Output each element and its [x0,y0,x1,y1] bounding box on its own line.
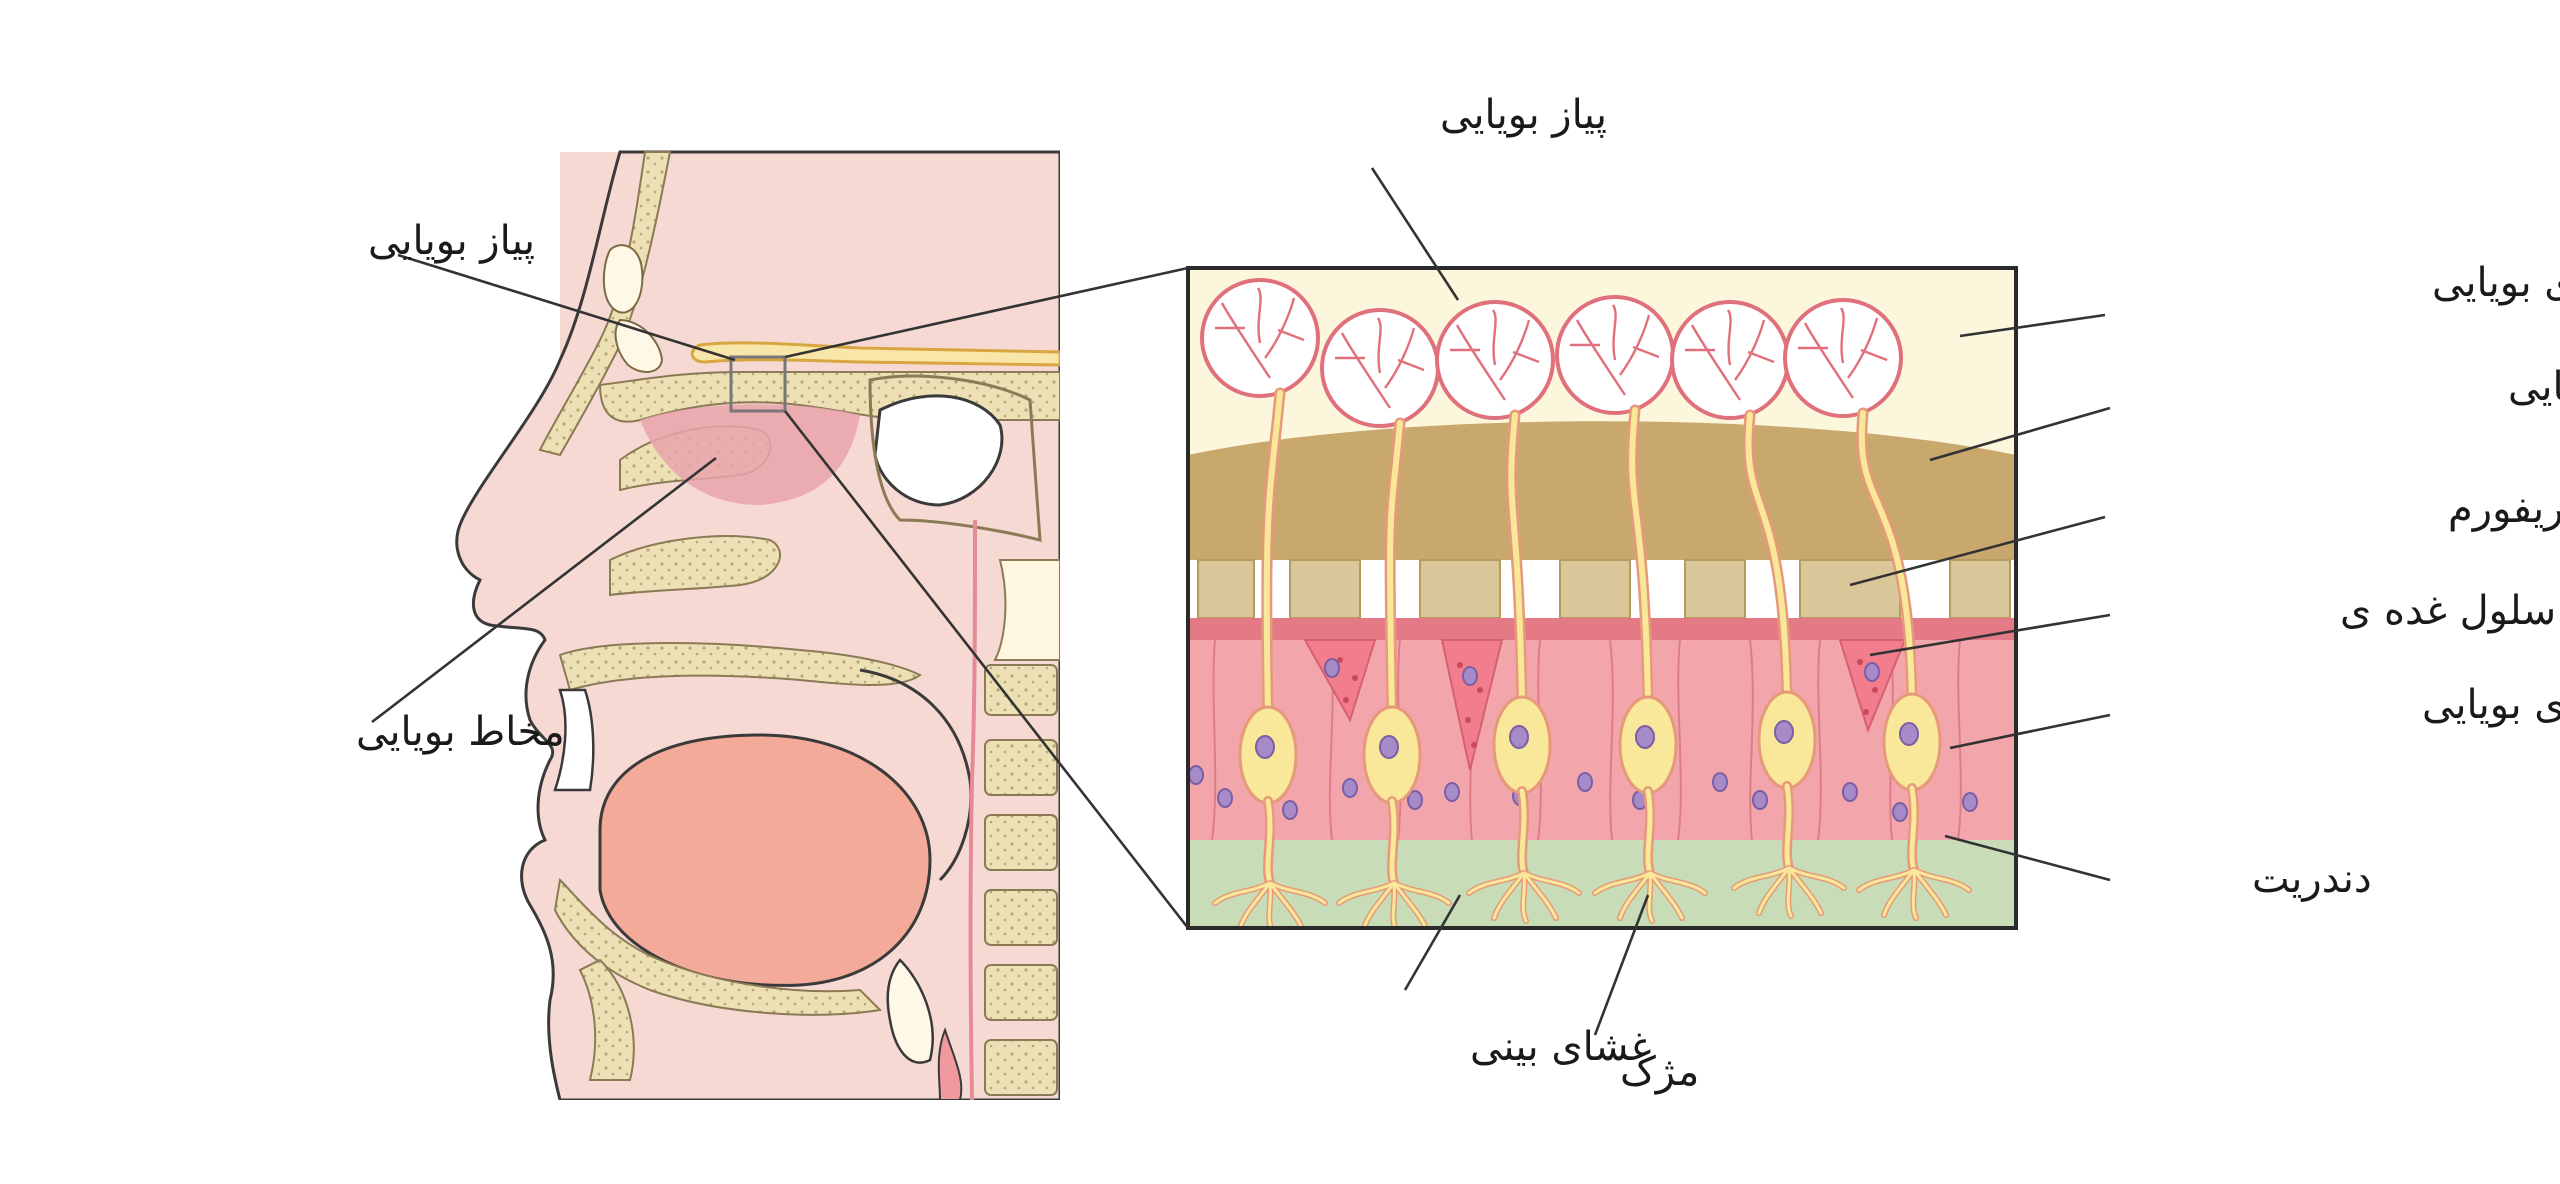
label-nerve-fibers: رشته های عصب بویایی [2508,364,2560,410]
label-mucosa: مخاط بویایی [356,709,565,755]
spine [984,559,1060,1096]
leader-bulb-top [1370,167,1460,301]
leader-nerve-fibers [1929,406,2111,462]
receptor-neuron [1670,300,1847,919]
label-cribriform: صفحه کریبریفورم [2448,486,2560,532]
label-nasal-membrane: غشای بینی [1470,1024,1651,1070]
leader-receptors-bottom [1949,713,2111,750]
label-bulb-left: پیاز بویایی [368,218,535,264]
label-receptors-top: گیرنده های بویایی [2432,260,2560,306]
zoom-box [729,355,787,413]
leader-mucosa [371,456,717,724]
leader-dendrite [1944,834,2111,882]
receptor-neuron [1435,300,1582,924]
leader-nasal-membrane [1403,894,1462,991]
mucosa-region [640,404,860,505]
leader-bulb-left [397,253,736,362]
leader-cribriform [1849,515,2106,587]
head-section [455,150,1060,1100]
zoom-connector-top [784,266,1189,359]
zoom-panel-border [1186,266,2018,930]
receptor-neuron [1783,298,1972,921]
label-receptors-bottom: گیرنده های بویایی [2422,682,2560,728]
label-bulb-top: پیاز بویایی [1440,92,1607,138]
plate-blocks [1197,559,2011,619]
zoom-connector-bottom [783,410,1190,929]
receptor-neuron [1200,278,1328,928]
label-cilia: مژک [1620,1049,1699,1095]
label-gland-cell: سلول غده ی [2340,588,2556,634]
leader-gland-cell [1869,613,2111,657]
label-dendrite: دندریت [2252,856,2372,902]
receptor-neurons [1200,278,1972,928]
receptor-neuron [1555,295,1708,924]
leader-cilia [1593,894,1650,1036]
tongue [598,733,932,987]
leader-receptors-top [1959,313,2106,338]
